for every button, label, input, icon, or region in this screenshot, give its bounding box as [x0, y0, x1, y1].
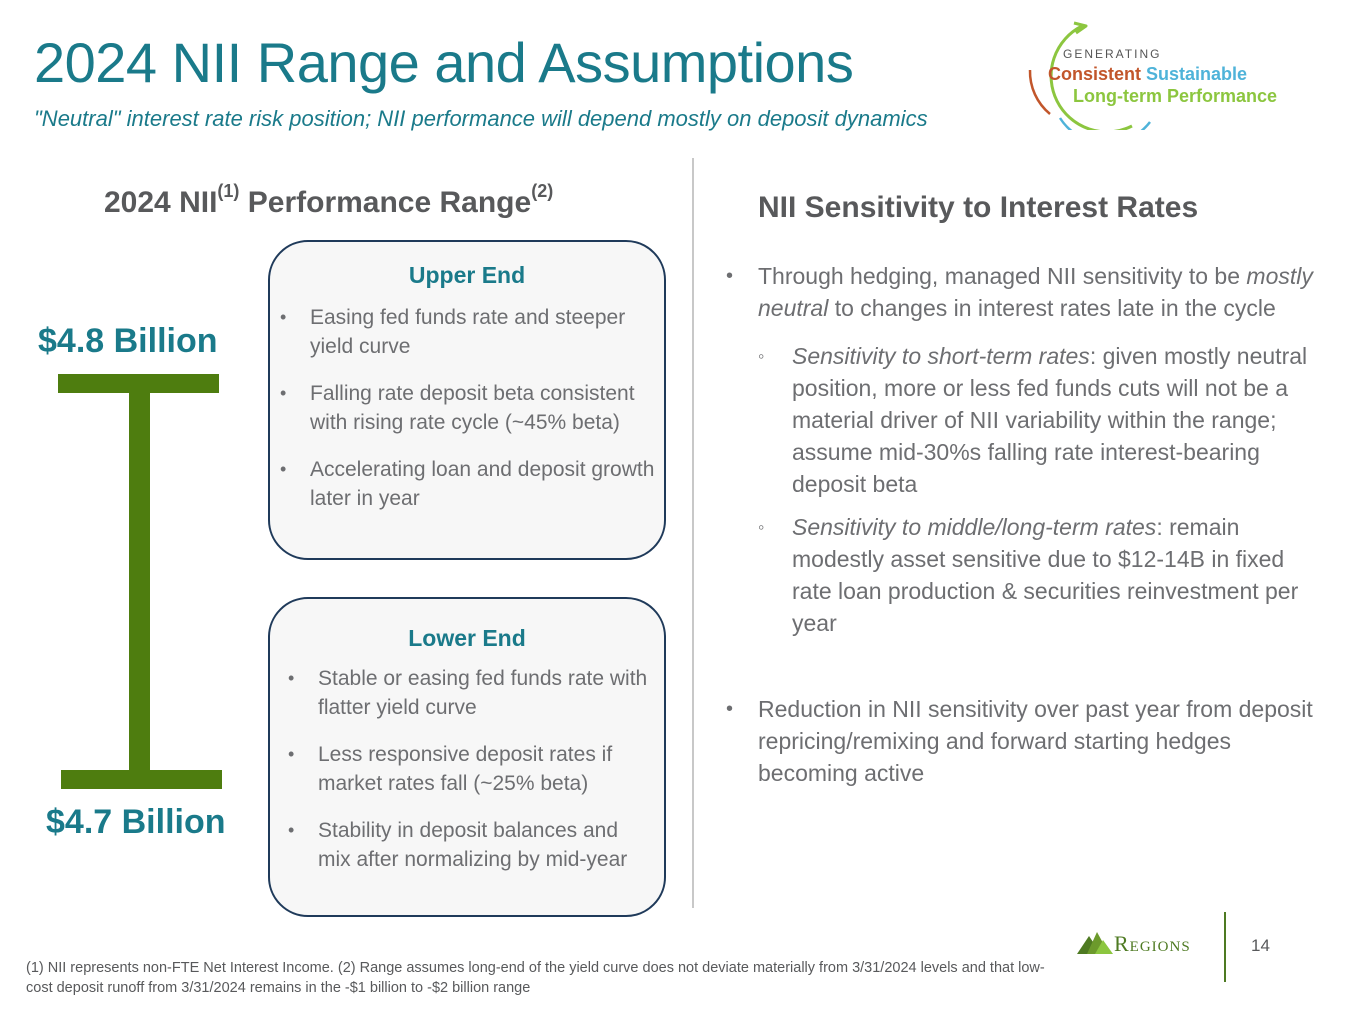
lower-end-title: Lower End	[408, 625, 526, 651]
lower-end-list: Stable or easing fed funds rate with fla…	[270, 664, 664, 874]
range-low-label: $4.7 Billion	[46, 803, 226, 841]
list-item: Easing fed funds rate and steeper yield …	[280, 303, 656, 361]
logo-word-consistent: Consistent	[1048, 64, 1142, 84]
logo-line-consistent: Consistent Sustainable	[1048, 64, 1247, 85]
sensitivity-bullet-reduction: Reduction in NII sensitivity over past y…	[726, 693, 1318, 789]
generating-performance-logo: GENERATING Consistent Sustainable Long-t…	[1020, 18, 1320, 130]
list-item: Stable or easing fed funds rate with fla…	[288, 664, 656, 722]
page-subtitle: "Neutral" interest rate risk position; N…	[34, 106, 928, 131]
sub-emphasis: Sensitivity to middle/long-term rates	[792, 514, 1157, 540]
column-divider	[692, 158, 694, 908]
upper-end-box: Upper End Easing fed funds rate and stee…	[268, 240, 666, 560]
regions-leaf-icon	[1077, 932, 1113, 954]
range-ibeam-icon	[58, 374, 222, 789]
circular-arrow-icon	[1028, 21, 1151, 130]
bullet-text: Through hedging, managed NII sensitivity…	[758, 263, 1247, 289]
sub-text: : remain modestly asset sensitive due to…	[792, 514, 1299, 636]
list-item: Accelerating loan and deposit growth lat…	[280, 455, 656, 513]
logo-line-performance: Long-term Performance	[1073, 86, 1278, 106]
ibeam-top-bar	[58, 374, 219, 393]
list-item: Falling rate deposit beta consistent wit…	[280, 379, 656, 437]
sub-text: : given mostly neutral position, more or…	[792, 343, 1308, 497]
regions-wordmark: Regions	[1114, 931, 1191, 956]
page-number: 14	[1251, 936, 1270, 955]
upper-end-title: Upper End	[408, 262, 526, 288]
sensitivity-bullet-hedging: Through hedging, managed NII sensitivity…	[726, 260, 1318, 324]
bullet-emphasis: mostly neutral	[758, 263, 1313, 321]
left-heading: 2024 NII(1) Performance Range(2)	[104, 181, 553, 220]
ibeam-bottom-bar	[61, 770, 222, 789]
sensitivity-sub-long-term: Sensitivity to middle/long-term rates: r…	[758, 511, 1318, 639]
left-heading-part2: Performance Range	[239, 186, 532, 219]
lower-end-box: Lower End Stable or easing fed funds rat…	[268, 597, 666, 917]
sensitivity-sub-short-term: Sensitivity to short-term rates: given m…	[758, 340, 1318, 500]
ibeam-stem	[129, 391, 150, 773]
sub-emphasis: Sensitivity to short-term rates	[792, 343, 1090, 369]
brand-divider	[1224, 912, 1226, 982]
list-item: Stability in deposit balances and mix af…	[288, 816, 656, 874]
logo-word-sustainable: Sustainable	[1146, 64, 1248, 84]
footnote: (1) NII represents non-FTE Net Interest …	[26, 960, 1045, 996]
range-high-label: $4.8 Billion	[38, 322, 218, 360]
logo-line-generating: GENERATING	[1063, 47, 1162, 61]
right-heading: NII Sensitivity to Interest Rates	[758, 191, 1199, 224]
page-title: 2024 NII Range and Assumptions	[34, 31, 854, 94]
bullet-text: to changes in interest rates late in the…	[828, 295, 1276, 321]
left-heading-part1: 2024 NII	[104, 186, 218, 219]
upper-end-list: Easing fed funds rate and steeper yield …	[270, 303, 664, 513]
footnote-ref-2: (2)	[531, 181, 554, 201]
sensitivity-list: Through hedging, managed NII sensitivity…	[726, 260, 1318, 789]
list-item: Less responsive deposit rates if market …	[288, 740, 656, 798]
footnote-ref-1: (1)	[217, 181, 240, 201]
